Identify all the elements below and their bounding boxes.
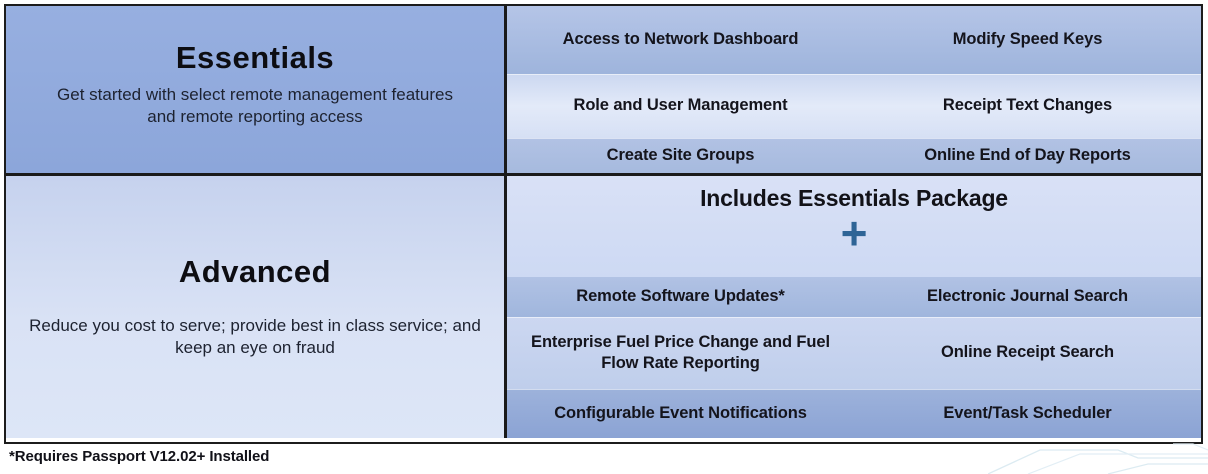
watermark-lines [988, 443, 1208, 474]
feature-row: Remote Software Updates* Electronic Jour… [507, 277, 1201, 317]
footnote: *Requires Passport V12.02+ Installed [9, 448, 270, 465]
includes-essentials-header: Includes Essentials Package + [507, 176, 1201, 277]
feature-label: Modify Speed Keys [952, 30, 1103, 49]
essentials-features: Access to Network Dashboard Modify Speed… [507, 6, 1201, 176]
feature-label: Online Receipt Search [940, 343, 1115, 362]
advanced-features: Includes Essentials Package + Remote Sof… [507, 176, 1201, 438]
feature-cell: Modify Speed Keys [854, 6, 1201, 74]
feature-cell: Access to Network Dashboard [507, 6, 854, 74]
advanced-summary-cell: Advanced Reduce you cost to serve; provi… [6, 176, 507, 438]
feature-label: Create Site Groups [606, 145, 755, 164]
feature-cell: Create Site Groups [507, 138, 854, 173]
feature-label: Role and User Management [573, 95, 788, 114]
feature-cell: Remote Software Updates* [507, 277, 854, 317]
feature-cell: Online End of Day Reports [854, 138, 1201, 173]
feature-label: Electronic Journal Search [926, 287, 1129, 306]
advanced-description: Reduce you cost to serve; provide best i… [29, 315, 481, 358]
feature-label: Configurable Event Notifications [554, 403, 807, 422]
feature-label: Receipt Text Changes [942, 95, 1113, 114]
feature-cell: Configurable Event Notifications [507, 389, 854, 438]
feature-label: Enterprise Fuel Price Change and Fuel Fl… [531, 332, 830, 372]
feature-cell: Online Receipt Search [854, 317, 1201, 389]
feature-row: Access to Network Dashboard Modify Speed… [507, 6, 1201, 74]
feature-cell: Enterprise Fuel Price Change and Fuel Fl… [507, 317, 854, 389]
feature-cell: Electronic Journal Search [854, 277, 1201, 317]
feature-cell: Event/Task Scheduler [854, 389, 1201, 438]
includes-essentials-label: Includes Essentials Package [700, 185, 1008, 211]
feature-cell: Role and User Management [507, 74, 854, 138]
plus-icon: + [840, 207, 868, 259]
feature-row: Configurable Event Notifications Event/T… [507, 389, 1201, 438]
feature-label: Event/Task Scheduler [943, 403, 1112, 422]
feature-label: Access to Network Dashboard [562, 30, 799, 49]
feature-label: Online End of Day Reports [924, 145, 1131, 164]
advanced-title: Advanced [178, 253, 332, 289]
package-comparison-table: Essentials Get started with select remot… [4, 4, 1203, 444]
feature-label: Remote Software Updates* [576, 287, 785, 306]
essentials-description: Get started with select remote managemen… [57, 84, 453, 127]
essentials-summary-cell: Essentials Get started with select remot… [6, 6, 507, 176]
feature-row: Role and User Management Receipt Text Ch… [507, 73, 1201, 138]
feature-cell: Receipt Text Changes [854, 74, 1201, 138]
essentials-title: Essentials [175, 39, 335, 75]
feature-row: Create Site Groups Online End of Day Rep… [507, 137, 1201, 173]
feature-row: Enterprise Fuel Price Change and Fuel Fl… [507, 317, 1201, 389]
